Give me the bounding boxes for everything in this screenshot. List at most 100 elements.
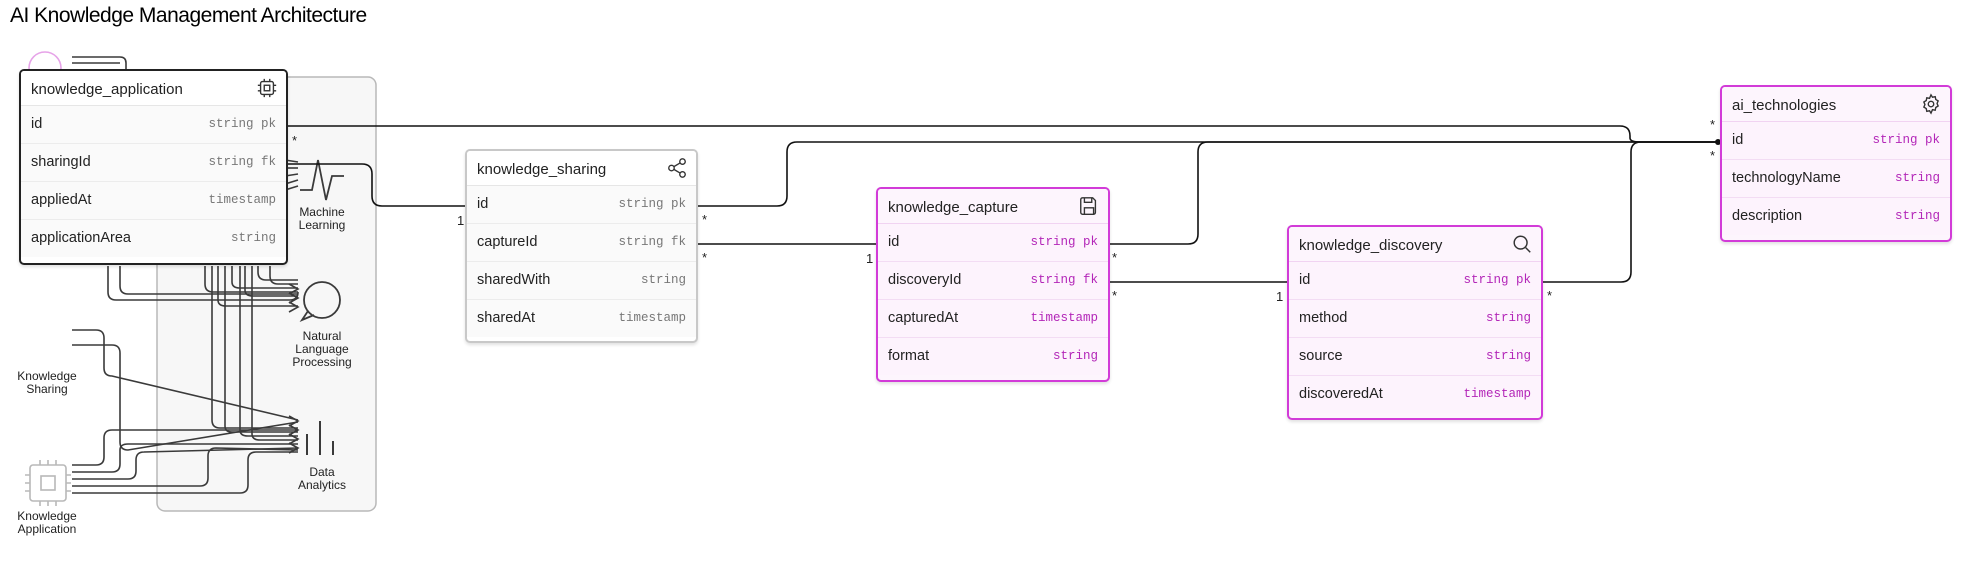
cardinality-one: 1 bbox=[457, 213, 465, 228]
field-name: format bbox=[888, 348, 930, 364]
field-name: technologyName bbox=[1732, 170, 1841, 186]
cardinality-many: * bbox=[702, 212, 708, 227]
field-type: string bbox=[1485, 311, 1531, 325]
cardinality-many: * bbox=[1112, 250, 1118, 265]
field-row[interactable]: appliedAt timestamp bbox=[21, 182, 286, 220]
flow-arrowheads bbox=[288, 283, 300, 454]
field-type: string bbox=[1894, 209, 1940, 223]
entity-header: knowledge_capture bbox=[878, 189, 1108, 224]
field-type: timestamp bbox=[208, 193, 276, 207]
entity-header: knowledge_discovery bbox=[1289, 227, 1541, 262]
diagram-title: AI Knowledge Management Architecture bbox=[10, 4, 367, 27]
field-type: string pk bbox=[618, 197, 686, 211]
field-name: id bbox=[888, 234, 900, 250]
field-name: sharedWith bbox=[477, 272, 551, 288]
entity-title: knowledge_sharing bbox=[477, 161, 607, 178]
field-row[interactable]: id string pk bbox=[1289, 262, 1541, 300]
rel-application-ai bbox=[282, 125, 1718, 143]
data-analytics-label: Data Analytics bbox=[297, 465, 347, 492]
field-type: string pk bbox=[1872, 133, 1940, 147]
field-row[interactable]: description string bbox=[1722, 198, 1950, 235]
entity-title: knowledge_application bbox=[31, 81, 183, 98]
field-row[interactable]: sharedWith string bbox=[467, 262, 696, 300]
field-type: string fk bbox=[618, 235, 686, 249]
entity-header: knowledge_sharing bbox=[467, 151, 696, 186]
cardinality-many: * bbox=[1710, 148, 1716, 163]
field-row[interactable]: source string bbox=[1289, 338, 1541, 376]
rel-application-sharing bbox=[282, 163, 471, 207]
field-type: string fk bbox=[208, 155, 276, 169]
cardinality-many: * bbox=[702, 250, 708, 265]
field-type: timestamp bbox=[1463, 387, 1531, 401]
field-type: timestamp bbox=[1030, 311, 1098, 325]
field-type: string bbox=[1052, 349, 1098, 363]
cardinality-many: * bbox=[292, 133, 298, 148]
entity-title: ai_technologies bbox=[1732, 97, 1837, 114]
field-type: string pk bbox=[1030, 235, 1098, 249]
field-type: string bbox=[640, 273, 686, 287]
entity-knowledge-discovery[interactable]: knowledge_discovery id string pk method st… bbox=[1287, 225, 1543, 420]
rel-capture-ai bbox=[1100, 141, 1718, 245]
field-row[interactable]: sharedAt timestamp bbox=[467, 300, 696, 337]
knowledge-application-label: Knowledge Application bbox=[17, 509, 77, 536]
field-type: string pk bbox=[1463, 273, 1531, 287]
field-name: capturedAt bbox=[888, 310, 959, 326]
speech-bubble-icon bbox=[299, 281, 341, 322]
field-row[interactable]: id string pk bbox=[1722, 122, 1950, 160]
entity-ai-technologies[interactable]: ai_technologies id string pk technologyNa… bbox=[1720, 85, 1952, 242]
cardinality-many: * bbox=[1112, 288, 1118, 303]
machine-learning-label: Machine Learning bbox=[298, 205, 346, 232]
bar-chart-icon bbox=[306, 421, 334, 455]
field-row[interactable]: id string pk bbox=[878, 224, 1108, 262]
field-type: string fk bbox=[1030, 273, 1098, 287]
flow-connectors bbox=[72, 56, 299, 494]
rel-discovery-ai bbox=[1533, 141, 1718, 283]
field-name: appliedAt bbox=[31, 192, 92, 208]
field-row[interactable]: id string pk bbox=[467, 186, 696, 224]
field-row[interactable]: captureId string fk bbox=[467, 224, 696, 262]
er-relationships bbox=[282, 125, 1718, 283]
nlp-label: Natural Language Processing bbox=[292, 329, 352, 369]
field-name: captureId bbox=[477, 234, 538, 250]
field-type: string bbox=[1894, 171, 1940, 185]
field-name: sharedAt bbox=[477, 310, 536, 326]
field-name: applicationArea bbox=[31, 230, 131, 246]
field-row[interactable]: discoveredAt timestamp bbox=[1289, 376, 1541, 413]
field-row[interactable]: format string bbox=[878, 338, 1108, 375]
field-name: discoveredAt bbox=[1299, 386, 1383, 402]
share-icon bbox=[668, 158, 686, 178]
field-name: discoveryId bbox=[888, 272, 962, 288]
field-name: description bbox=[1732, 208, 1803, 224]
cardinality-one: 1 bbox=[1276, 289, 1284, 304]
entity-title: knowledge_discovery bbox=[1299, 237, 1443, 254]
rel-sharing-ai bbox=[690, 141, 1718, 207]
field-row[interactable]: technologyName string bbox=[1722, 160, 1950, 198]
cpu-chip-icon bbox=[257, 78, 277, 98]
entity-knowledge-capture[interactable]: knowledge_capture id string pk discoveryI… bbox=[876, 187, 1110, 382]
field-name: id bbox=[1299, 272, 1311, 288]
field-name: id bbox=[477, 196, 489, 212]
cardinality-many: * bbox=[1547, 288, 1553, 303]
entity-knowledge-sharing[interactable]: knowledge_sharing id string pk captureId s… bbox=[465, 149, 698, 343]
field-row[interactable]: discoveryId string fk bbox=[878, 262, 1108, 300]
knowledge-sharing-label: Knowledge Sharing bbox=[17, 369, 77, 396]
entity-title: knowledge_capture bbox=[888, 199, 1019, 216]
entity-header: knowledge_application bbox=[21, 71, 286, 106]
field-name: source bbox=[1299, 348, 1343, 364]
field-name: method bbox=[1299, 310, 1348, 326]
entity-header: ai_technologies bbox=[1722, 87, 1950, 122]
field-name: id bbox=[1732, 132, 1744, 148]
gear-icon bbox=[1922, 93, 1940, 115]
field-row[interactable]: method string bbox=[1289, 300, 1541, 338]
field-row[interactable]: capturedAt timestamp bbox=[878, 300, 1108, 338]
field-type: string pk bbox=[208, 117, 276, 131]
search-icon bbox=[1513, 235, 1531, 253]
save-icon bbox=[1080, 197, 1097, 215]
field-type: timestamp bbox=[618, 311, 686, 325]
field-type: string bbox=[1485, 349, 1531, 363]
chip-icon bbox=[25, 460, 71, 506]
